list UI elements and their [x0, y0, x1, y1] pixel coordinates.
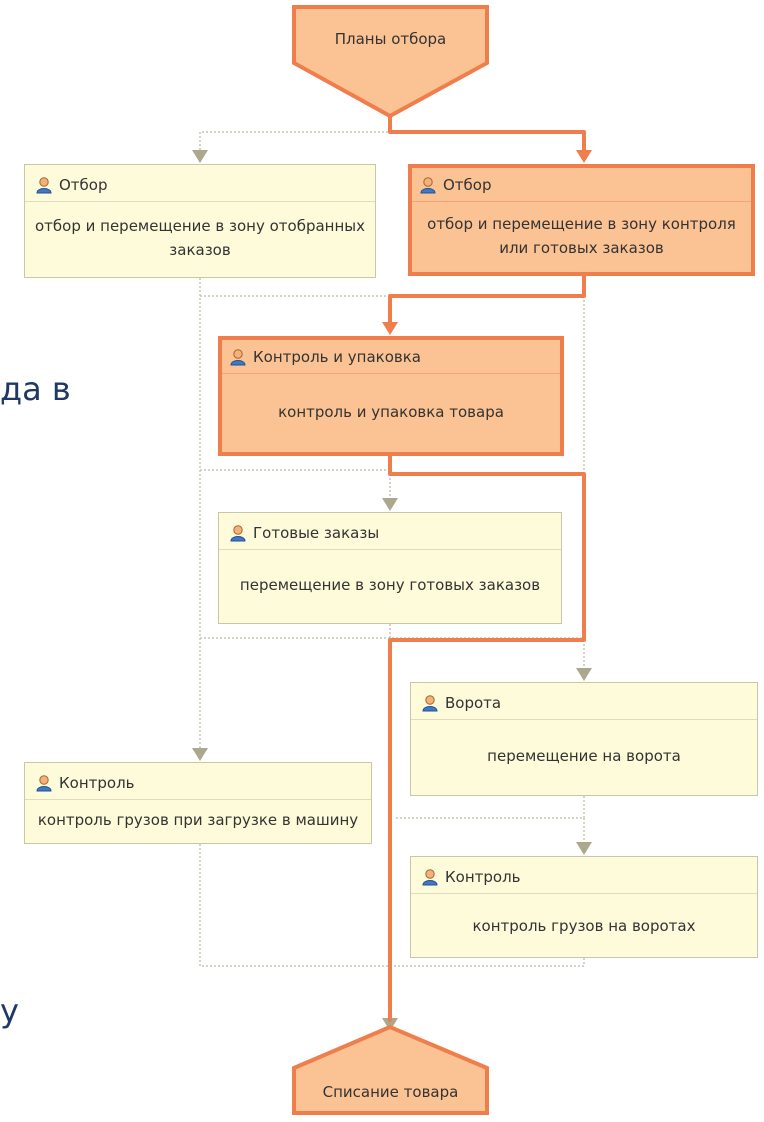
background-text-fragment: у — [0, 992, 19, 1030]
node-title: Отбор — [443, 176, 492, 194]
connector-start-to-pick-left — [199, 118, 391, 150]
user-icon — [422, 869, 438, 886]
node-title: Контроль и упаковка — [253, 348, 421, 366]
node-control-gate[interactable]: Контроль — [410, 856, 758, 958]
node-description: контроль грузов на воротах — [411, 893, 757, 957]
active-path-start-to-pick-right — [388, 108, 586, 152]
node-pick-right[interactable]: Отбор отбор и перемещение в зону контрол… — [408, 164, 755, 276]
start-terminal-label: Планы отбора — [334, 30, 447, 48]
active-arrowhead-pack — [382, 322, 398, 335]
node-description: контроль и упаковка товара — [278, 402, 504, 421]
start-terminal-shape — [292, 5, 489, 119]
node-description: контроль грузов при загрузке в машину — [37, 811, 359, 829]
arrowhead-gate — [576, 668, 592, 681]
node-gate[interactable]: Ворота перемещение на ворота — [410, 682, 758, 796]
node-control-pack[interactable]: Контроль и упаковка контроль и упаковка … — [218, 336, 564, 456]
end-terminal-shape — [292, 1024, 489, 1115]
active-path-pick-right-to-pack — [388, 274, 586, 324]
node-title: Ворота — [445, 694, 502, 712]
active-arrowhead-pick-right — [576, 150, 592, 163]
node-control-load[interactable]: Контроль контроль грузов при загрузке в … — [24, 762, 372, 844]
node-title: Готовые заказы — [253, 524, 380, 542]
node-pick-left[interactable]: Отбор отбор и перемещение в зону отобран… — [24, 164, 376, 278]
arrowhead-control-gate — [576, 842, 592, 855]
connector-gate-to-control-gate — [394, 796, 585, 842]
arrowhead-ready — [382, 498, 398, 511]
node-description: отбор и перемещение в зону контроля или … — [427, 214, 736, 257]
user-icon — [422, 695, 438, 712]
arrowhead-control-load — [192, 748, 208, 761]
node-title: Отбор — [59, 176, 108, 194]
node-description: перемещение на ворота — [487, 747, 681, 765]
user-icon — [36, 775, 52, 792]
node-ready-orders[interactable]: Готовые заказы перемещение в зону готовы… — [218, 512, 562, 624]
background-text-fragment: да в — [0, 370, 71, 408]
arrowhead-pick-left — [192, 150, 208, 163]
node-title: Контроль — [445, 868, 521, 886]
end-terminal-label: Списание товара — [322, 1083, 459, 1101]
user-icon — [230, 525, 246, 542]
user-icon — [230, 349, 246, 366]
arrowhead-end — [382, 1018, 398, 1031]
node-title: Контроль — [59, 774, 135, 792]
active-path-pack-to-end — [388, 454, 586, 1022]
node-description: перемещение в зону готовых заказов — [239, 576, 541, 594]
node-description: отбор и перемещение в зону отобранных за… — [35, 217, 365, 259]
user-icon — [420, 177, 436, 194]
user-icon — [36, 177, 52, 194]
